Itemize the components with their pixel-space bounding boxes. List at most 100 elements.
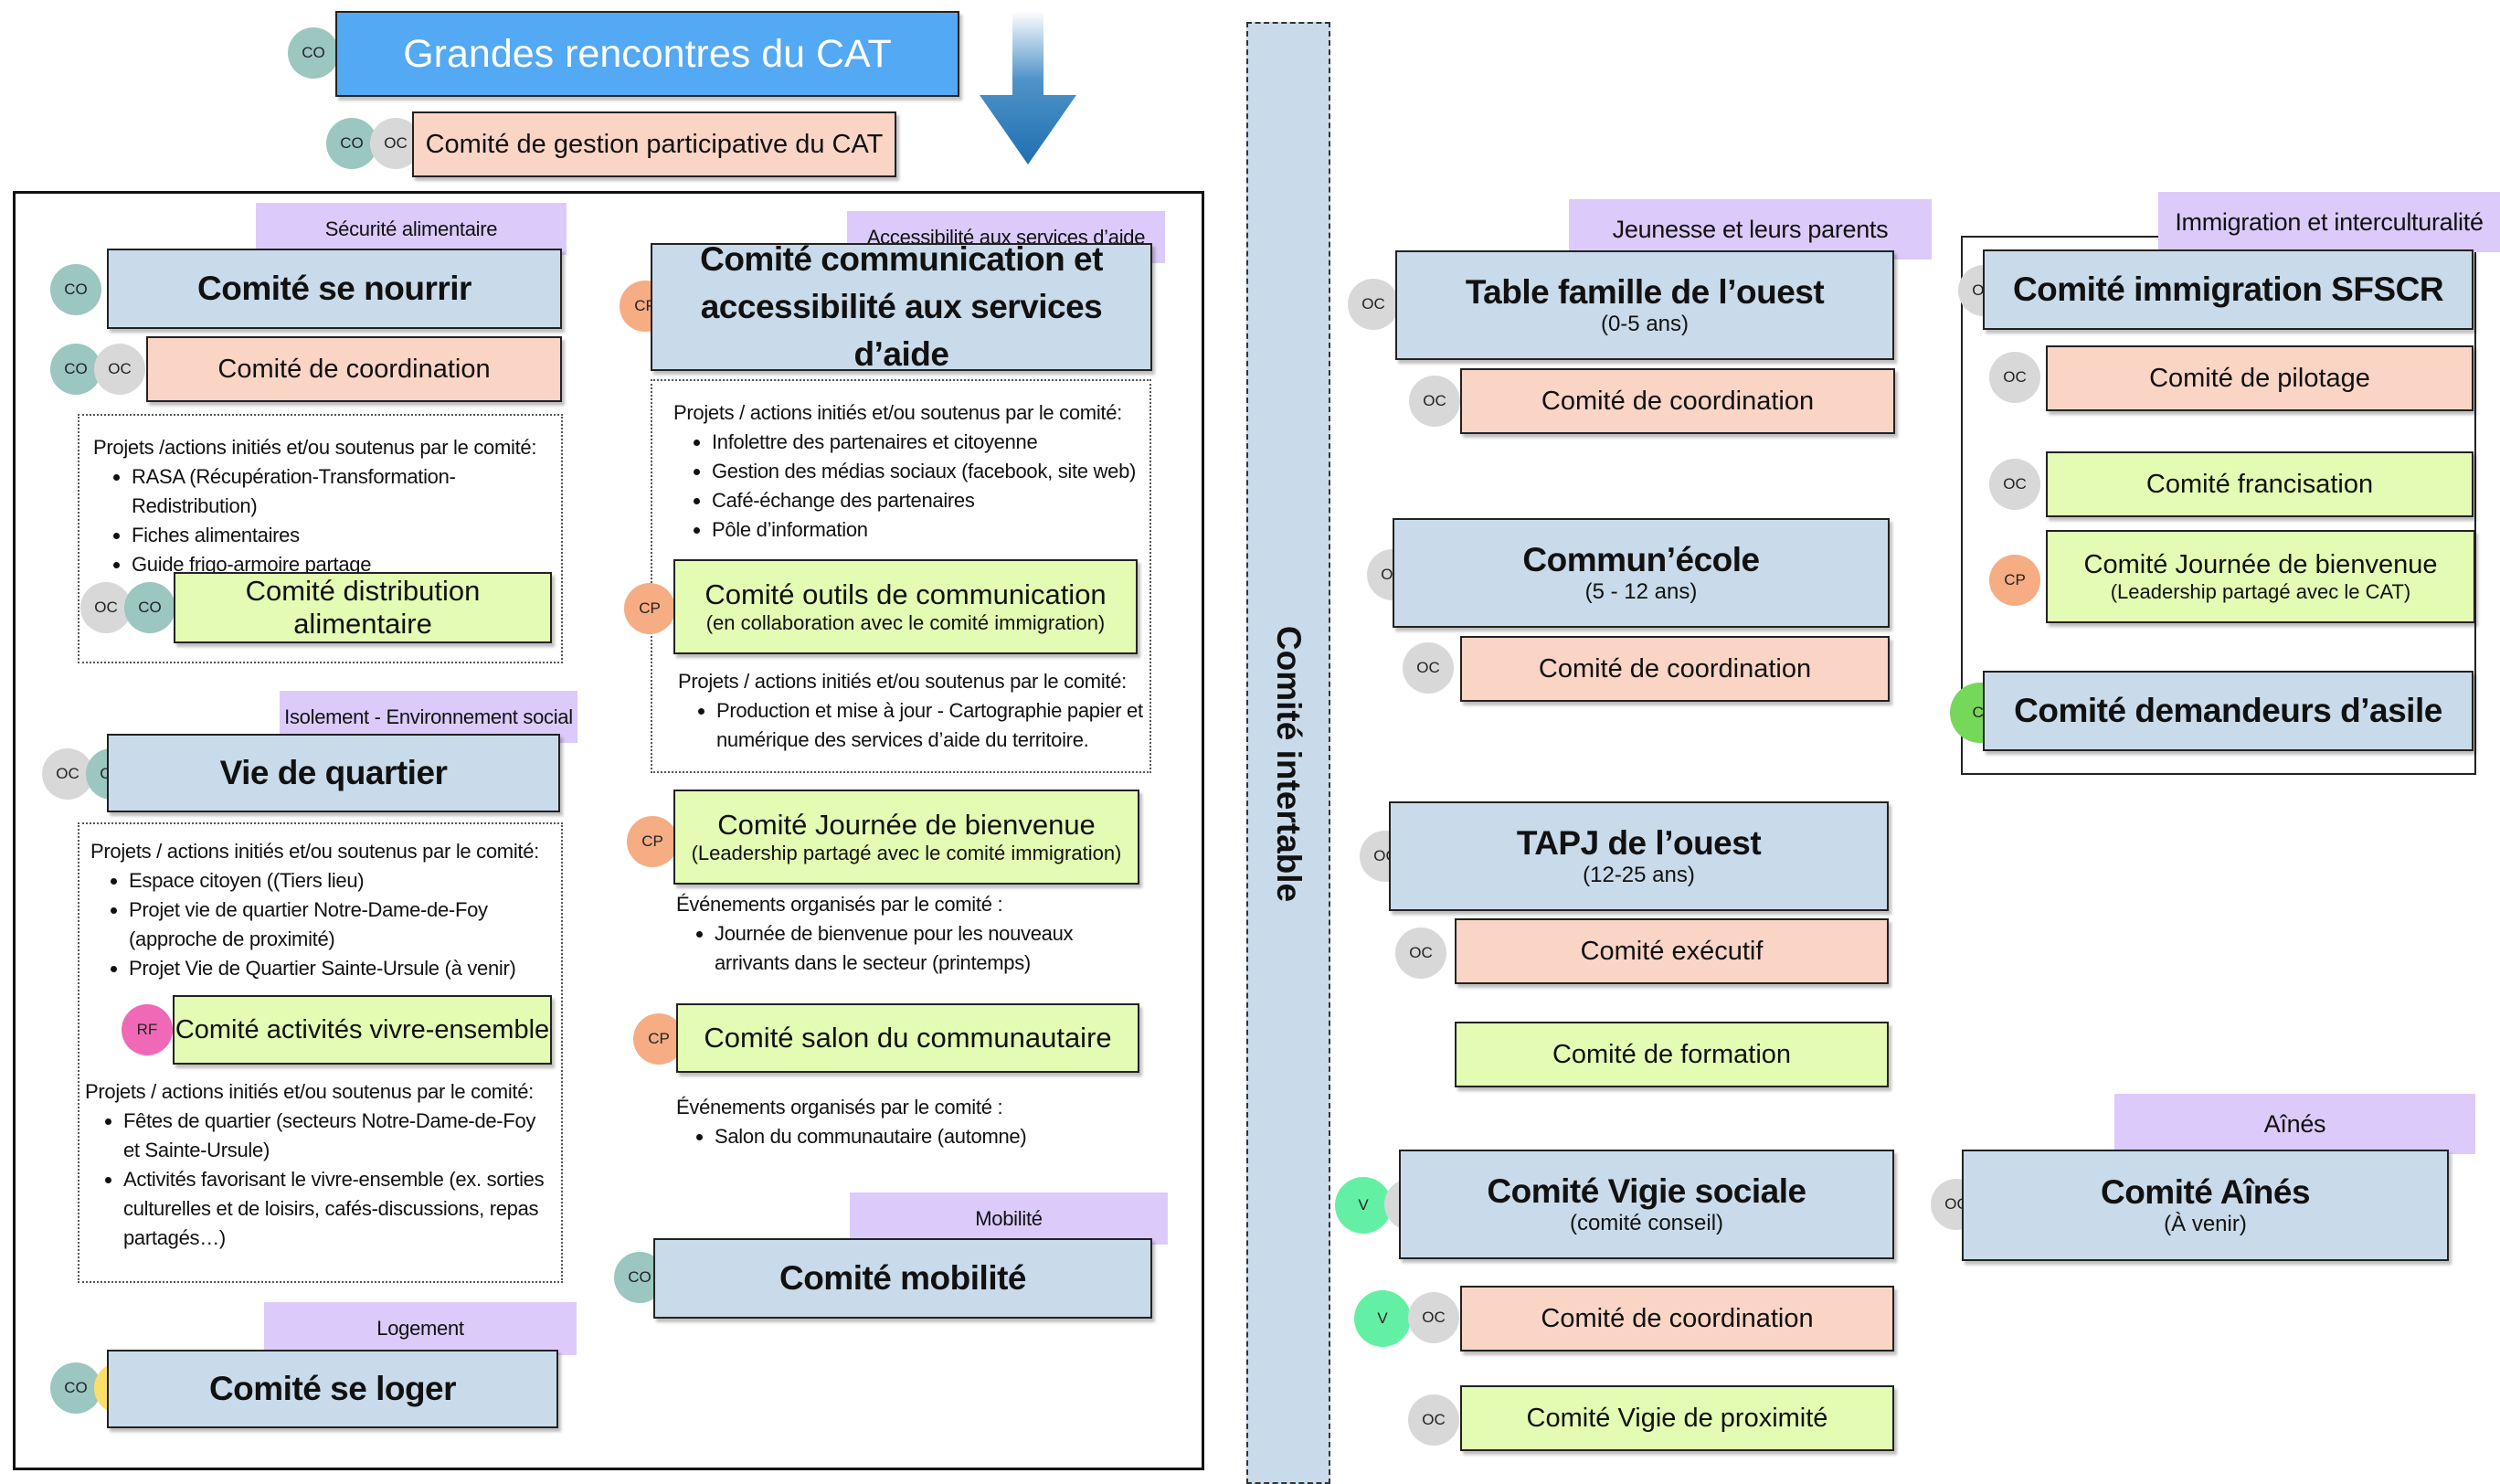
coordination-se-nourrir: Comité de coordination — [146, 336, 562, 402]
comite-vigie-proximite: Comité Vigie de proximité — [1460, 1385, 1894, 1451]
main-title: Grandes rencontres du CAT — [403, 31, 892, 76]
project-item: Gestion des médias sociaux (facebook, si… — [712, 457, 1149, 486]
coordination-label: Comité de coordination — [217, 354, 491, 384]
table-famille-title: Table famille de l’ouest — [1465, 273, 1825, 311]
comite-se-loger-title: Comité se loger — [208, 1370, 457, 1407]
comite-executif: Comité exécutif — [1455, 918, 1889, 984]
comite-communication-accessibilite: Comité communication et accessibilité au… — [651, 240, 1152, 373]
event-item: Journée de bienvenue pour les nouveaux a… — [715, 919, 1151, 978]
demandeurs-title: Comité demandeurs d’asile — [2014, 692, 2442, 729]
vigie-sub: (comité conseil) — [1569, 1211, 1724, 1235]
coordination-communecole: Comité de coordination — [1460, 636, 1890, 702]
badge-oc: OC — [1408, 1394, 1459, 1446]
project-item: Pôle d’information — [712, 515, 1149, 545]
theme-tag-securite: Sécurité alimentaire — [256, 203, 567, 255]
theme-tag-aines: Aînés — [2114, 1094, 2475, 1154]
executif-label: Comité exécutif — [1580, 936, 1764, 966]
outils-title: Comité outils de communication — [704, 578, 1107, 610]
vivre-ensemble-projects: Projets / actions initiés et/ou soutenus… — [85, 1077, 551, 1253]
outils-sub: (en collaboration avec le comité immigra… — [705, 611, 1106, 634]
badge-rf: RF — [122, 1004, 173, 1055]
badge-oc: OC — [1348, 279, 1399, 330]
coordination-label: Comité de coordination — [1541, 1303, 1814, 1333]
vie-de-quartier-title: Vie de quartier — [219, 754, 448, 791]
comite-aines: Comité Aînés (À venir) — [1962, 1150, 2449, 1261]
badge-co: CO — [288, 27, 339, 79]
badge-oc: OC — [42, 748, 93, 800]
comite-francisation: Comité francisation — [2046, 451, 2474, 517]
project-item: Infolettre des partenaires et citoyenne — [712, 428, 1149, 457]
badge-oc: OC — [1403, 642, 1454, 694]
project-item: Fêtes de quartier (secteurs Notre-Dame-d… — [123, 1107, 551, 1165]
coordination-vigie: Comité de coordination — [1460, 1286, 1894, 1352]
comite-pilotage: Comité de pilotage — [2046, 345, 2474, 411]
comite-demandeurs-asile: Comité demandeurs d’asile — [1983, 671, 2474, 751]
communecole-sub: (5 - 12 ans) — [1584, 579, 1698, 604]
project-item: Fiches alimentaires — [132, 521, 559, 550]
table-famille-ouest: Table famille de l’ouest (0-5 ans) — [1395, 250, 1894, 360]
journee-sub: (Leadership partagé avec le CAT) — [2110, 579, 2411, 603]
badge-oc: OC — [1395, 928, 1446, 979]
project-item: Projet vie de quartier Notre-Dame-de-Foy… — [129, 896, 556, 954]
comite-intertable-label: Comité intertable — [1270, 625, 1308, 903]
vie-de-quartier: Vie de quartier — [107, 734, 560, 812]
comite-salon-communautaire: Comité salon du communautaire — [676, 1003, 1139, 1073]
comite-se-nourrir: Comité se nourrir — [107, 249, 562, 329]
badge-oc: OC — [80, 582, 132, 633]
communication-title-line1: Comité communication et — [700, 240, 1103, 278]
coordination-table-famille: Comité de coordination — [1460, 368, 1895, 434]
journee-title: Comité Journée de bienvenue — [717, 809, 1096, 841]
badge-co: CO — [326, 118, 377, 169]
coordination-label: Comité de coordination — [1538, 653, 1812, 684]
badge-cp: CP — [633, 1013, 684, 1065]
main-title-box: Grandes rencontres du CAT — [335, 11, 959, 97]
table-famille-sub: (0-5 ans) — [1600, 312, 1690, 336]
projects-title: Projets /actions initiés et/ou soutenus … — [93, 436, 537, 459]
event-item: Salon du communautaire (automne) — [715, 1122, 1151, 1151]
pilotage-label: Comité de pilotage — [2149, 363, 2370, 393]
badge-cp: CP — [624, 583, 675, 634]
coordination-label: Comité de coordination — [1541, 386, 1815, 416]
communecole: Commun’école (5 - 12 ans) — [1393, 518, 1890, 628]
vigie-proximite-label: Comité Vigie de proximité — [1526, 1403, 1828, 1433]
comite-se-nourrir-title: Comité se nourrir — [197, 270, 471, 307]
comite-intertable-bar: Comité intertable — [1246, 22, 1330, 1484]
comite-distribution-alimentaire: Comité distribution alimentaire — [174, 572, 552, 643]
project-item: Espace citoyen ((Tiers lieu) — [129, 866, 556, 896]
gestion-participative-label: Comité de gestion participative du CAT — [425, 129, 884, 159]
salon-events: Événements organisés par le comité : Sal… — [676, 1093, 1151, 1151]
comite-mobilite-title: Comité mobilité — [779, 1259, 1027, 1297]
communication-projects: Projets / actions initiés et/ou soutenus… — [673, 398, 1149, 545]
tapj-title: TAPJ de l’ouest — [1516, 824, 1762, 862]
comite-outils-communication: Comité outils de communication (en colla… — [673, 559, 1138, 654]
project-item: Projet Vie de Quartier Sainte-Ursule (à … — [129, 954, 556, 983]
aines-sub: (À venir) — [2164, 1212, 2247, 1236]
badge-co: CO — [124, 582, 175, 633]
project-item: Café-échange des partenaires — [712, 486, 1149, 515]
communecole-title: Commun’école — [1522, 541, 1760, 578]
projects-title: Projets / actions initiés et/ou soutenus… — [673, 401, 1122, 424]
events-title: Événements organisés par le comité : — [676, 893, 1003, 916]
comite-activites-vivre-ensemble: Comité activités vivre-ensemble — [173, 995, 552, 1065]
project-item: Guide frigo-armoire partage — [132, 550, 559, 579]
comite-journee-bienvenue-immigration: Comité Journée de bienvenue (Leadership … — [2046, 530, 2475, 623]
projects-title: Projets / actions initiés et/ou soutenus… — [85, 1080, 534, 1103]
comite-vigie-sociale: Comité Vigie sociale (comité conseil) — [1399, 1150, 1894, 1259]
theme-tag-immigration: Immigration et interculturalité — [2158, 192, 2500, 252]
comite-se-loger: Comité se loger — [107, 1350, 558, 1428]
journee-sub: (Leadership partagé avec le comité immig… — [691, 842, 1122, 864]
communication-title-line2: accessibilité aux services d’aide — [700, 288, 1103, 373]
badge-oc: OC — [94, 344, 145, 395]
vie-quartier-projects: Projets / actions initiés et/ou soutenus… — [90, 837, 556, 983]
badge-co: CO — [50, 1362, 101, 1414]
badge-co: CO — [50, 344, 101, 395]
se-nourrir-projects: Projets /actions initiés et/ou soutenus … — [93, 433, 559, 579]
projects-title: Projets / actions initiés et/ou soutenus… — [678, 670, 1127, 693]
theme-tag-logement: Logement — [264, 1302, 577, 1355]
badge-oc: OC — [1989, 352, 2040, 403]
badge-co: CO — [50, 264, 101, 315]
theme-tag-jeunesse: Jeunesse et leurs parents — [1569, 199, 1932, 260]
tapj-sub: (12-25 ans) — [1583, 863, 1695, 887]
francisation-label: Comité francisation — [2145, 469, 2374, 499]
badge-oc: OC — [1408, 1292, 1459, 1343]
